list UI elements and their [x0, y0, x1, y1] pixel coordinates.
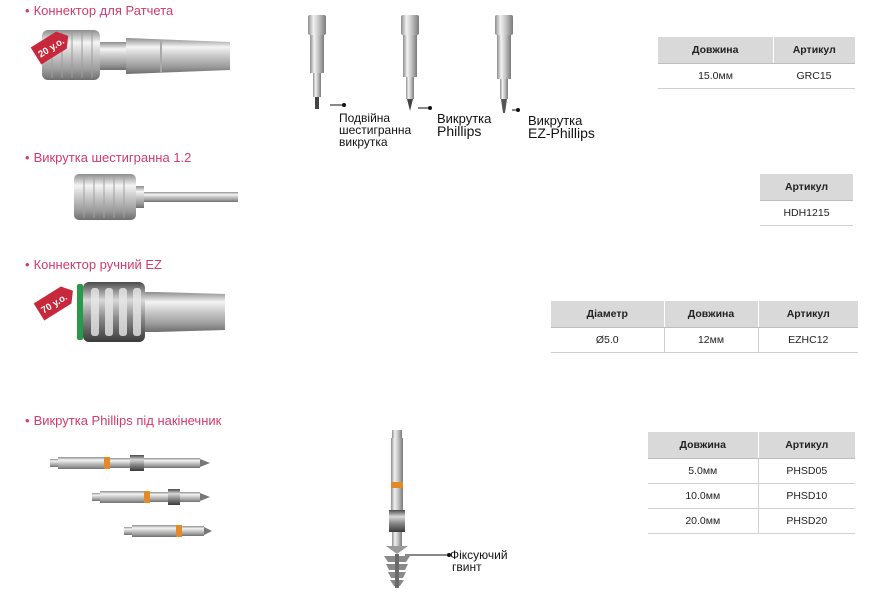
table-header: Артикул [757, 301, 858, 328]
price-tag: 70 у.о. [33, 286, 73, 321]
fixing-screw-label: Фіксуючий гвинт [450, 548, 508, 574]
table-header: Довжина [658, 37, 773, 64]
ratchet-spec-table: Довжина Артикул 15.0мм GRC15 [658, 37, 855, 89]
ez-phillips-tip-label: Викрутка EZ-Phillips [528, 113, 595, 141]
phillips-driver-medium-image [92, 489, 210, 505]
table-header: Діаметр [551, 301, 664, 328]
section-heading-phillips: •Викрутка Phillips під накінечник [25, 413, 222, 428]
hex-spec-table: Артикул HDH1215 [760, 174, 853, 226]
table-header: Артикул [772, 37, 855, 64]
table-row: 15.0мм GRC15 [658, 63, 855, 89]
hex-screwdriver-image [74, 174, 238, 220]
section-heading-ratchet: •Коннектор для Ратчета [25, 3, 174, 18]
leader-dots [330, 103, 520, 112]
phillips-driver-short-image [124, 525, 212, 537]
section-heading-ez: •Коннектор ручний EZ [25, 257, 162, 272]
ez-phillips-tip-image [495, 15, 513, 113]
fixing-screw-leader [405, 553, 451, 557]
phillips-driver-with-screw-image [384, 430, 410, 588]
hex-tip-image [308, 15, 326, 109]
table-row: Ø5.0 12мм EZHC12 [551, 327, 858, 353]
phillips-tip-label: Викрутка Phillips [437, 111, 492, 139]
table-header: Довжина [648, 432, 758, 459]
hex-tip-label: Подвійна шестигранна викрутка [339, 111, 412, 149]
section-heading-hex: •Викрутка шестигранна 1.2 [25, 150, 192, 165]
phillips-tip-image [401, 15, 419, 111]
table-row: HDH1215 [760, 200, 853, 226]
ez-spec-table: Діаметр Довжина Артикул Ø5.0 12мм EZHC12 [551, 301, 858, 353]
phillips-spec-table: Довжина Артикул 5.0мм PHSD05 10.0мм PHSD… [648, 432, 855, 534]
table-row: 20.0мм PHSD20 [648, 508, 855, 534]
ratchet-connector-image: 20 у.о. [30, 30, 230, 80]
table-header: Артикул [760, 174, 853, 201]
table-row: 5.0мм PHSD05 [648, 458, 855, 484]
table-row: 10.0мм PHSD10 [648, 483, 855, 509]
phillips-driver-long-image [50, 455, 210, 471]
ez-connector-image: 70 у.о. [33, 282, 225, 342]
table-header: Довжина [663, 301, 758, 328]
table-header: Артикул [757, 432, 855, 459]
